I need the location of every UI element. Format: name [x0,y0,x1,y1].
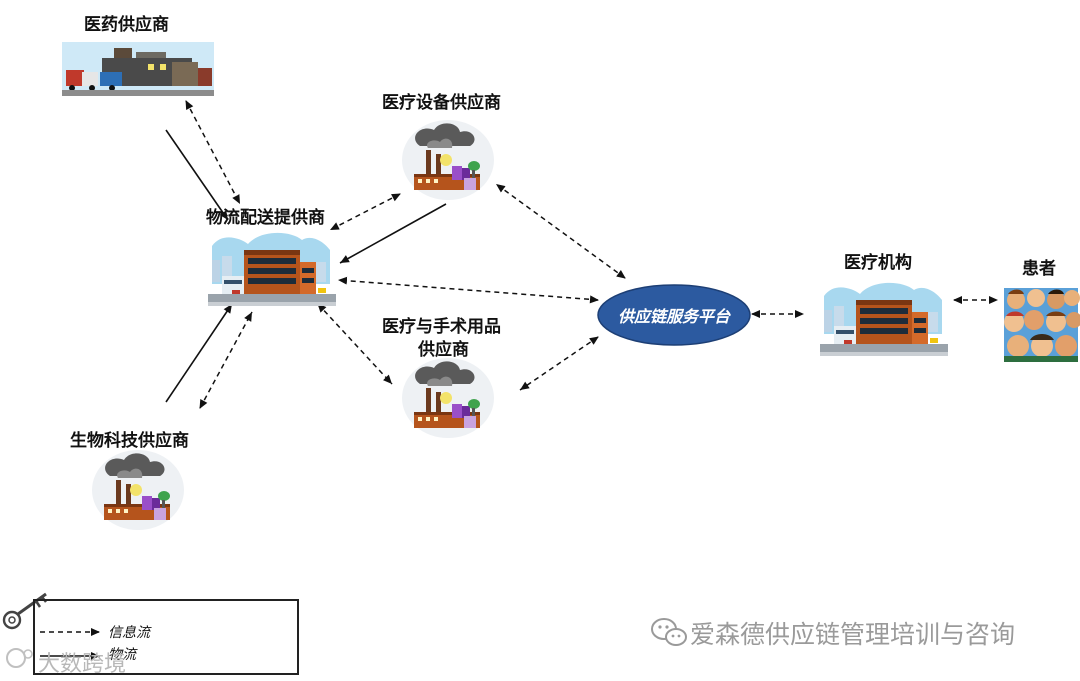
info-arrow-platform-equipment [495,183,626,279]
label-surgical-supplier-line2: 供应商 [418,340,469,360]
platform-ellipse [597,284,751,346]
equipment-factory-icon [402,120,494,200]
info-arrow-logistics-surgical [317,303,393,385]
wechat-icon [651,618,687,646]
arrow-equipment-to-logistics [339,203,447,264]
label-surgical-supplier-line1: 医疗与手术用品 [382,317,501,337]
info-arrow-equipment-logistics [329,193,401,231]
label-medical-institution: 医疗机构 [844,253,912,273]
label-logistics-provider: 物流配送提供商 [206,208,325,228]
legend-info-flow-label: 信息流 [108,625,150,641]
legend [33,599,299,675]
platform-label: 供应链服务平台 [617,307,730,326]
patients-crowd-icon [1004,288,1080,362]
legend-logistics-flow-label: 物流 [108,647,136,663]
label-patients: 患者 [1022,259,1056,279]
arrow-biotech-to-logistics [165,303,233,403]
watermark-right: 爱森德供应链管理培训与咨询 [690,620,1016,649]
label-pharma-supplier: 医药供应商 [84,15,169,35]
watermark-logo-icon [6,648,33,668]
pharma-warehouse-icon [62,42,214,96]
info-arrow-pharma-logistics [185,100,241,205]
label-equipment-supplier: 医疗设备供应商 [382,93,501,113]
biotech-factory-icon [92,450,184,530]
info-arrow-biotech-logistics [199,311,253,409]
label-biotech-supplier: 生物科技供应商 [70,431,189,451]
surgical-factory-icon [402,358,494,438]
logistics-building-icon [208,232,336,306]
medical-institution-building-icon [820,282,948,356]
info-arrow-platform-surgical [519,336,599,391]
watermark-left: 大数跨境 [38,652,127,677]
info-arrow-platform-logistics [337,276,599,304]
